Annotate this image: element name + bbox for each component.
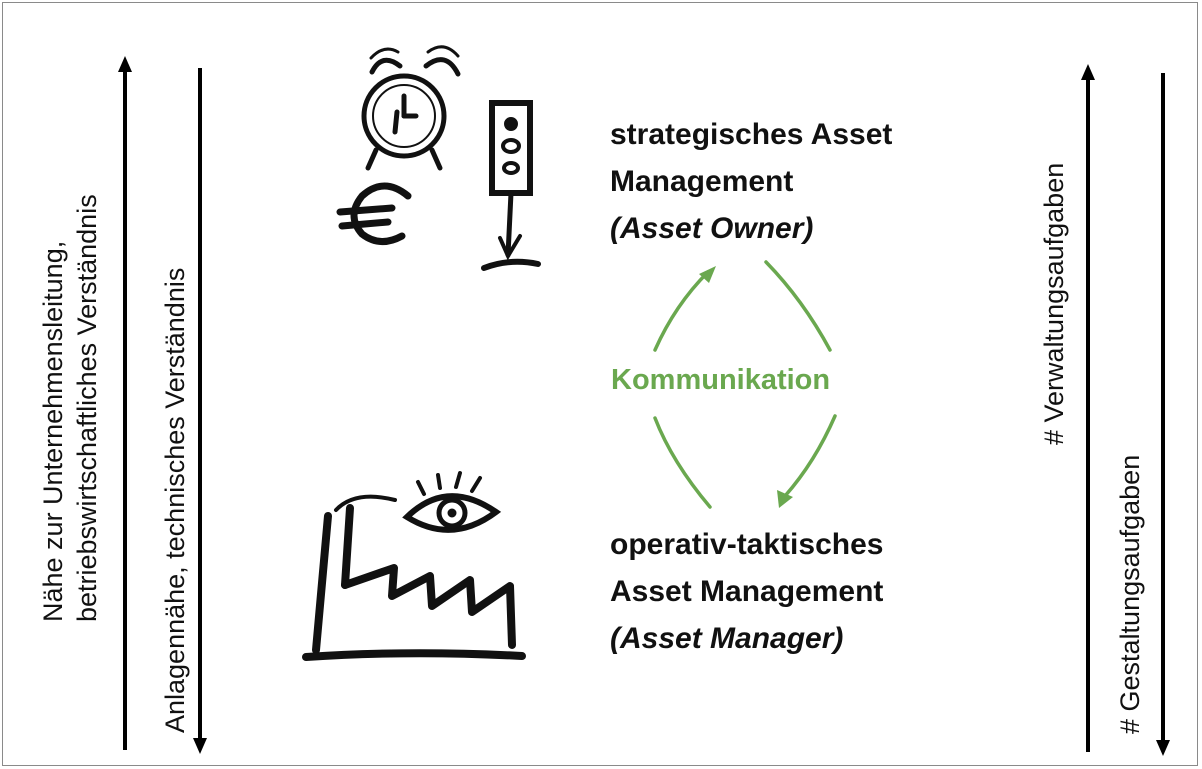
- left-outer-label: Nähe zur Unternehmensleitung, betriebswi…: [37, 194, 105, 622]
- euro-icon: [336, 182, 412, 245]
- left-outer-arrowhead: [118, 56, 132, 72]
- arc-up-left: [653, 270, 710, 352]
- strategic-line-1: strategisches Asset: [610, 118, 893, 151]
- alarm-clock-icon: [361, 45, 461, 171]
- operative-asset-management-title: operativ-taktisches Asset Management (As…: [610, 521, 883, 662]
- right-up-arrowhead: [1081, 64, 1095, 80]
- left-outer-label-line-2: betriebswirtschaftliches Verständnis: [71, 194, 102, 622]
- left-inner-label: Anlagennähe, technisches Verständnis: [159, 268, 193, 733]
- factory-icon: [302, 494, 526, 661]
- arc-left-bottom: [653, 416, 712, 509]
- strategic-asset-management-title: strategisches Asset Management (Asset Ow…: [610, 111, 892, 252]
- traffic-light-icon: [481, 100, 541, 271]
- asset-manager-role: (Asset Manager): [610, 622, 844, 655]
- arc-right-bottom: [783, 414, 837, 498]
- communication-label: Kommunikation: [611, 364, 831, 396]
- right-down-label: # Gestaltungsaufgaben: [1114, 455, 1148, 734]
- right-up-label: # Verwaltungsaufgaben: [1038, 163, 1072, 445]
- left-inner-label-text: Anlagennähe, technisches Verständnis: [160, 267, 190, 733]
- eye-icon: [402, 471, 502, 533]
- operative-line-2: Asset Management: [610, 575, 884, 608]
- right-down-label-text: # Gestaltungsaufgaben: [1115, 454, 1145, 734]
- strategic-line-2: Management: [610, 165, 794, 198]
- communication-arcs: [653, 260, 837, 509]
- right-down-arrowhead: [1156, 740, 1170, 756]
- left-outer-label-line-1: Nähe zur Unternehmensleitung,: [38, 240, 68, 622]
- left-inner-arrowhead: [193, 738, 207, 754]
- arc-up-arrowhead: [699, 266, 716, 283]
- arc-down-arrowhead: [777, 490, 793, 508]
- asset-owner-role: (Asset Owner): [610, 212, 814, 245]
- right-up-label-text: # Verwaltungsaufgaben: [1039, 162, 1069, 445]
- arc-down-right-top: [764, 260, 832, 352]
- operative-line-1: operativ-taktisches: [610, 528, 884, 561]
